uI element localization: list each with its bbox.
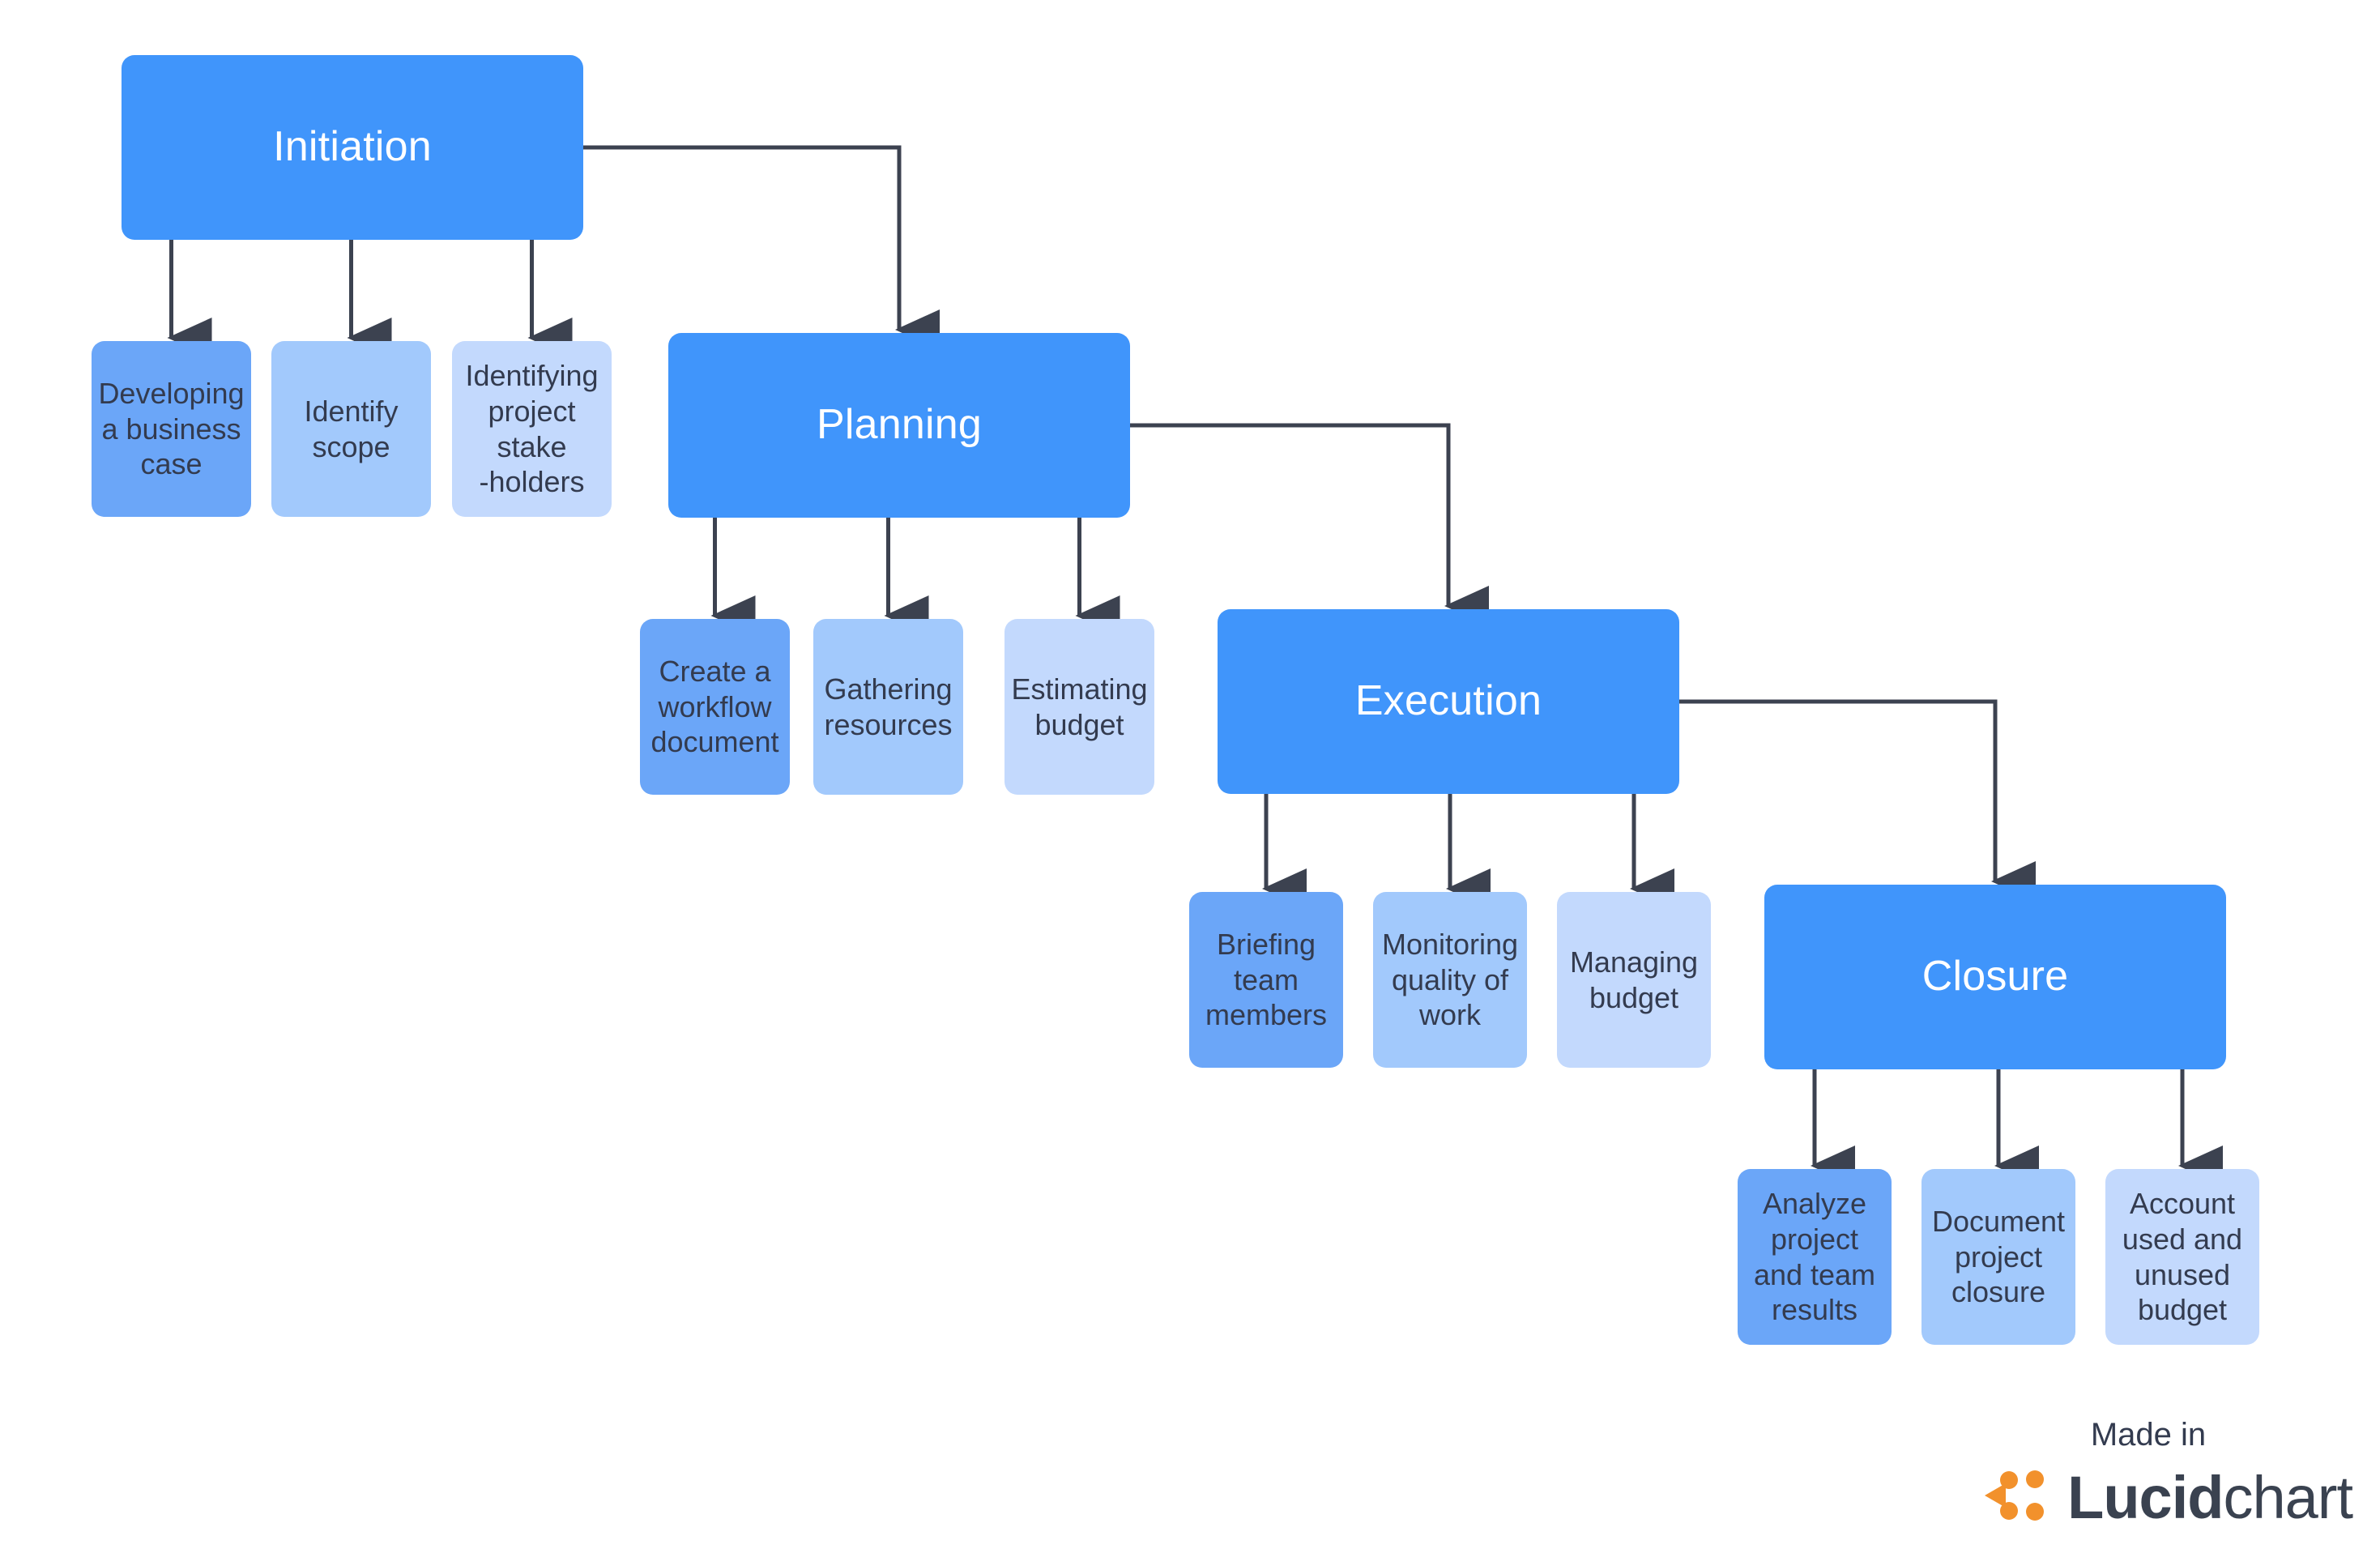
stage-node-initiation[interactable]: Initiation [122, 55, 583, 240]
connector-planning-to-execution [1130, 423, 1489, 626]
task-node-identifying-project-stakeholders[interactable]: Identifying project stake -holders [452, 341, 612, 517]
task-node-managing-budget[interactable]: Managing budget [1557, 892, 1711, 1068]
stage-node-closure[interactable]: Closure [1764, 885, 2226, 1069]
logo-word-chart: chart [2223, 1464, 2353, 1531]
made-in-label: Made in [2090, 1417, 2207, 1453]
task-node-gathering-resources[interactable]: Gathering resources [813, 619, 963, 795]
task-node-briefing-team-members[interactable]: Briefing team members [1189, 892, 1343, 1068]
task-node-create-a-workflow-document[interactable]: Create a workflow document [640, 619, 790, 795]
lucidchart-logo: Lucidchart [1947, 1463, 2353, 1532]
task-node-account-used-and-unused-budget[interactable]: Account used and unused budget [2105, 1169, 2259, 1345]
logo-word-lucid: Lucid [2067, 1464, 2224, 1531]
lucidchart-logo-icon [1981, 1466, 2051, 1530]
task-node-estimating-budget[interactable]: Estimating budget [1004, 619, 1154, 795]
stage-node-execution[interactable]: Execution [1218, 609, 1679, 794]
task-node-analyze-project-and-team-results[interactable]: Analyze project and team results [1738, 1169, 1892, 1345]
connector-initiation-to-planning [583, 145, 940, 350]
connector-execution-to-closure [1679, 699, 2036, 902]
lucidchart-wordmark: Lucidchart [2067, 1463, 2353, 1532]
task-node-identify-scope[interactable]: Identify scope [271, 341, 431, 517]
task-node-developing-a-business-case[interactable]: Developing a business case [92, 341, 251, 517]
task-node-monitoring-quality-of-work[interactable]: Monitoring quality of work [1373, 892, 1527, 1068]
lucidchart-watermark: Made in Lucidchart [1947, 1417, 2353, 1532]
task-node-document-project-closure[interactable]: Document project closure [1921, 1169, 2075, 1345]
stage-node-planning[interactable]: Planning [668, 333, 1130, 518]
